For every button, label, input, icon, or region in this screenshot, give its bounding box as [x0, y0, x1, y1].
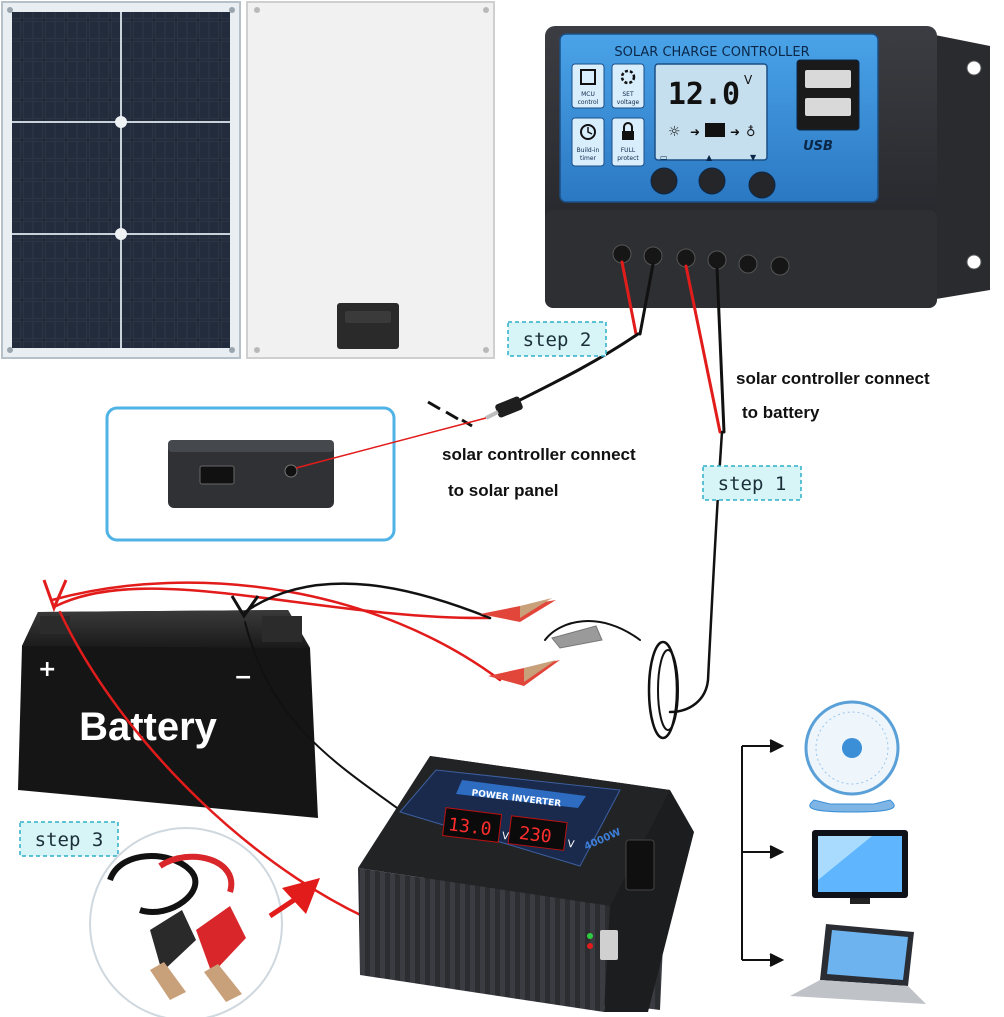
- svg-text:timer: timer: [580, 155, 597, 162]
- svg-text:protect: protect: [617, 155, 639, 162]
- svg-text:step 3: step 3: [35, 829, 104, 851]
- solar-panel-front: [1, 1, 241, 359]
- junction-box-inset: [105, 406, 487, 542]
- clock-icon: [580, 124, 596, 140]
- dc-input-port: [284, 464, 298, 478]
- usb-port: [199, 465, 235, 485]
- svg-text:Build-in: Build-in: [577, 147, 600, 154]
- load-connector-arrows: [741, 739, 785, 967]
- lcd-voltage: 12.0: [668, 77, 740, 112]
- battery-plus: +: [38, 657, 56, 682]
- usb-output[interactable]: [600, 930, 618, 960]
- arrow-icon: ➜: [690, 125, 700, 139]
- badge-mcu-control: MCU control: [571, 63, 605, 109]
- svg-text:FULL: FULL: [621, 147, 636, 154]
- battery-minus: −: [234, 665, 252, 690]
- svg-text:V: V: [567, 839, 575, 851]
- svg-text:MCU: MCU: [581, 91, 595, 98]
- svg-text:V: V: [744, 73, 753, 87]
- panel-connection-label-line1: solar controller connect: [442, 445, 636, 464]
- solar-charge-controller: SOLAR CHARGE CONTROLLER MCU control SET …: [545, 26, 990, 308]
- inverter-display-output: 230: [518, 823, 553, 848]
- step-3-label: step 3: [19, 821, 119, 857]
- battery-connection-label-line1: solar controller connect: [736, 369, 930, 388]
- sun-icon: ☼: [668, 124, 681, 140]
- svg-text:control: control: [578, 99, 599, 106]
- svg-text:▲: ▲: [706, 153, 713, 162]
- battery-connection-label-line2: to battery: [742, 403, 820, 422]
- terminal-load-negative[interactable]: [770, 256, 790, 276]
- bulb-icon: ♁: [746, 125, 756, 140]
- battery-terminal-clamps: [42, 579, 260, 619]
- controller-usb-ports: USB: [796, 59, 860, 154]
- fan-icon: [804, 700, 900, 813]
- svg-text:voltage: voltage: [617, 99, 640, 106]
- terminal-solar-negative[interactable]: [643, 246, 663, 266]
- controller-button-menu[interactable]: [650, 167, 678, 195]
- svg-text:➜: ➜: [730, 125, 740, 139]
- svg-text:step 1: step 1: [718, 473, 787, 495]
- badge-set-voltage: SET voltage: [611, 63, 645, 109]
- battery-icon: [705, 123, 725, 137]
- usb-label: USB: [803, 139, 833, 154]
- controller-button-down[interactable]: [748, 171, 776, 199]
- controller-lcd: 12.0 V ☼ ➜ ➜ ♁: [654, 63, 768, 161]
- jumper-cable-inset: [89, 827, 320, 1017]
- battery-clamp-wires: [50, 581, 641, 934]
- step-2-label: step 2: [507, 321, 607, 357]
- step-1-label: step 1: [702, 465, 802, 501]
- inverter-display-input: 13.0: [447, 814, 493, 840]
- terminal-load-positive[interactable]: [738, 254, 758, 274]
- terminal-solar-positive[interactable]: [612, 244, 632, 264]
- svg-text:SET: SET: [622, 91, 634, 98]
- battery-label: Battery: [79, 705, 218, 749]
- gear-icon: [620, 69, 636, 85]
- alligator-clips: [480, 598, 603, 686]
- svg-text:V: V: [501, 831, 509, 843]
- power-indicator: [587, 933, 593, 939]
- laptop-icon: [790, 924, 926, 1004]
- lock-icon: [622, 131, 634, 140]
- panel-connection-label-line2: to solar panel: [448, 481, 559, 500]
- battery: + − Battery: [18, 610, 318, 818]
- terminal-battery-negative[interactable]: [707, 250, 727, 270]
- television-icon: [812, 830, 908, 904]
- badge-build-in-timer: Build-in timer: [571, 117, 605, 167]
- power-inverter: POWER INVERTER 13.0 V 230 V 4000W: [358, 756, 694, 1012]
- svg-text:▭: ▭: [660, 153, 668, 162]
- terminal-battery-positive[interactable]: [676, 248, 696, 268]
- svg-text:step 2: step 2: [523, 329, 592, 351]
- svg-text:▼: ▼: [750, 153, 757, 162]
- controller-title: SOLAR CHARGE CONTROLLER: [614, 45, 809, 60]
- badge-full-protect: FULL protect: [611, 117, 645, 167]
- ac-outlet[interactable]: [625, 839, 655, 891]
- solar-panel-back: [246, 1, 495, 359]
- controller-button-up[interactable]: [698, 167, 726, 195]
